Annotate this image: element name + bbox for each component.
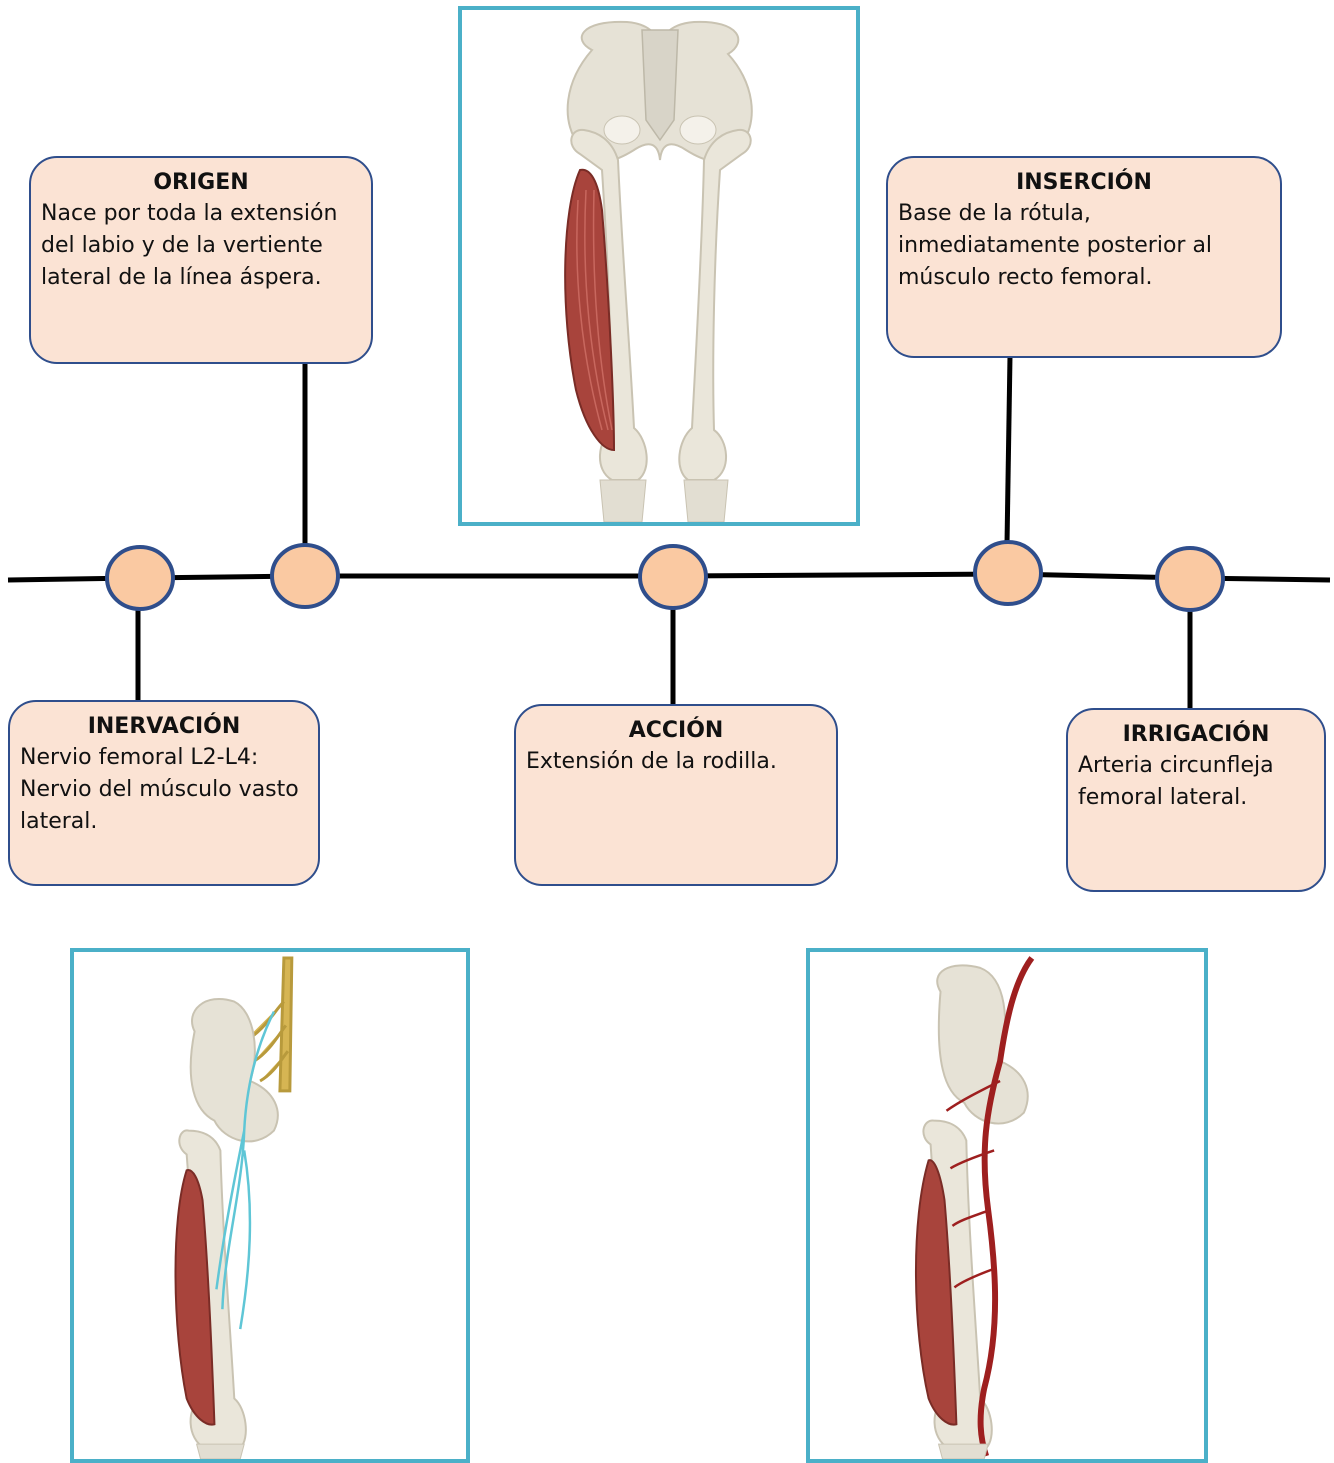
vastus-lateralis-illustration bbox=[462, 10, 856, 522]
card-irrigacion-title: IRRIGACIÓN bbox=[1078, 722, 1314, 748]
tibia-bone-artery-view bbox=[939, 1444, 989, 1459]
timeline-node-insercion[interactable] bbox=[975, 542, 1041, 604]
muscle-illustration-frame bbox=[458, 6, 860, 526]
card-irrigacion: IRRIGACIÓN Arteria circunfleja femoral l… bbox=[1066, 708, 1326, 892]
card-accion: ACCIÓN Extensión de la rodilla. bbox=[514, 704, 838, 886]
card-origen: ORIGEN Nace por toda la extensión del la… bbox=[29, 156, 373, 364]
nerve-illustration-frame bbox=[70, 948, 470, 1463]
femoral-nerve-illustration bbox=[74, 952, 466, 1459]
tibia-bone bbox=[197, 1444, 245, 1459]
card-insercion: INSERCIÓN Base de la rótula, inmediatame… bbox=[886, 156, 1282, 358]
card-insercion-body: Base de la rótula, inmediatamente poster… bbox=[898, 198, 1270, 294]
tibia-right bbox=[684, 480, 728, 522]
connector-insercion bbox=[1007, 356, 1010, 544]
card-irrigacion-body: Arteria circunfleja femoral lateral. bbox=[1078, 750, 1314, 814]
obturator-left bbox=[604, 116, 640, 144]
card-origen-title: ORIGEN bbox=[41, 170, 361, 196]
femoral-artery-illustration bbox=[810, 952, 1204, 1459]
card-accion-title: ACCIÓN bbox=[526, 718, 826, 744]
timeline-node-accion[interactable] bbox=[640, 546, 706, 608]
tibia-left bbox=[600, 480, 646, 522]
card-insercion-title: INSERCIÓN bbox=[898, 170, 1270, 196]
card-inervacion-body: Nervio femoral L2-L4: Nervio del músculo… bbox=[20, 742, 308, 838]
timeline-node-origen[interactable] bbox=[272, 545, 338, 607]
artery-illustration-frame bbox=[806, 948, 1208, 1463]
timeline-node-irrigacion[interactable] bbox=[1157, 548, 1223, 610]
card-inervacion: INERVACIÓN Nervio femoral L2-L4: Nervio … bbox=[8, 700, 320, 886]
timeline-node-inervacion[interactable] bbox=[107, 547, 173, 609]
card-accion-body: Extensión de la rodilla. bbox=[526, 746, 826, 778]
card-inervacion-title: INERVACIÓN bbox=[20, 714, 308, 740]
hip-bone bbox=[191, 999, 278, 1141]
femur-right bbox=[679, 130, 750, 480]
obturator-right bbox=[680, 116, 716, 144]
card-origen-body: Nace por toda la extensión del labio y d… bbox=[41, 198, 361, 294]
